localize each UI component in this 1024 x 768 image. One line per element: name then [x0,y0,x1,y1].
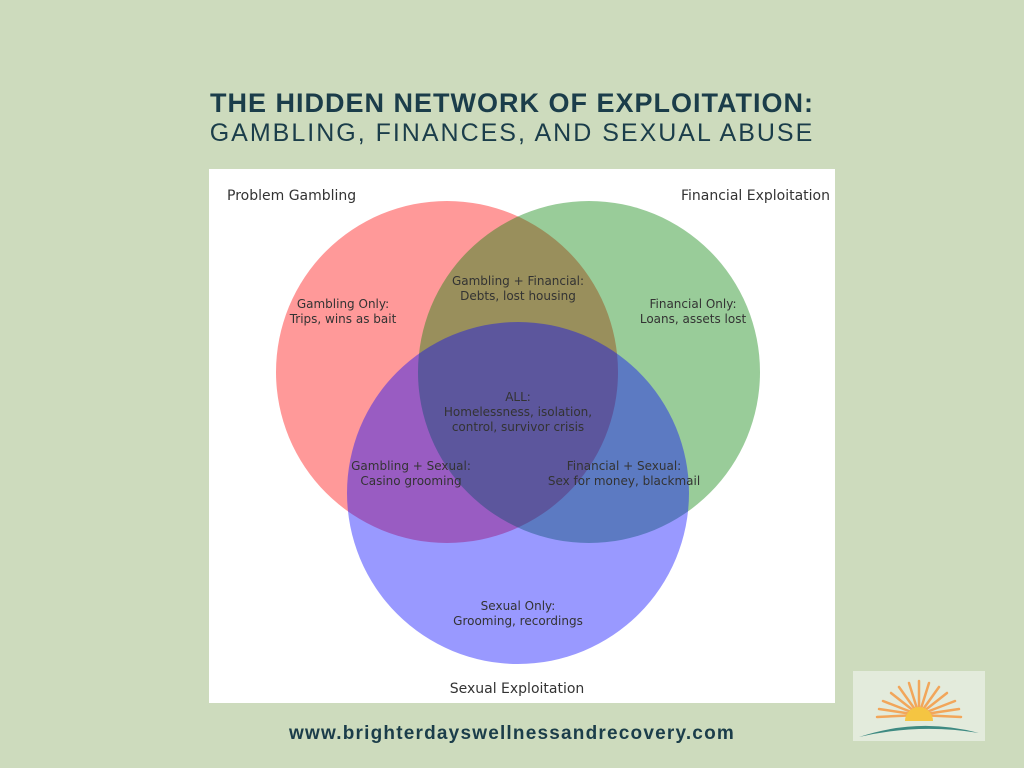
set-label-sexual: Sexual Exploitation [450,681,585,697]
region-all-title: ALL: [505,390,531,404]
region-financial-sexual-title: Financial + Sexual: [567,459,681,473]
venn-diagram-panel: Problem Gambling Financial Exploitation … [209,169,835,703]
region-gambling-sexual-title: Gambling + Sexual: [351,459,471,473]
region-gambling-only-desc: Trips, wins as bait [289,312,397,326]
region-all-line3: control, survivor crisis [452,420,584,434]
set-label-financial: Financial Exploitation [681,188,830,204]
region-sexual-only-title: Sexual Only: [481,599,556,613]
sunrise-logo-icon [853,671,985,741]
region-gambling-only-title: Gambling Only: [297,297,389,311]
region-gambling-financial-title: Gambling + Financial: [452,274,584,288]
region-financial-only-title: Financial Only: [649,297,736,311]
circle-financial-exploitation [418,201,760,543]
set-label-gambling: Problem Gambling [227,188,356,204]
circle-sexual-exploitation [347,322,689,664]
title-line-1: THE HIDDEN NETWORK OF EXPLOITATION: [210,88,814,118]
region-gambling-sexual-desc: Casino grooming [360,474,461,488]
region-all-line2: Homelessness, isolation, [444,405,592,419]
circle-problem-gambling [276,201,618,543]
title-line-2: GAMBLING, FINANCES, AND SEXUAL ABUSE [209,119,815,147]
website-url: www.brighterdayswellnessandrecovery.com [289,723,735,744]
region-financial-sexual-desc: Sex for money, blackmail [548,474,700,488]
region-gambling-financial-desc: Debts, lost housing [460,289,576,303]
region-sexual-only-desc: Grooming, recordings [453,614,583,628]
region-financial-only-desc: Loans, assets lost [640,312,747,326]
